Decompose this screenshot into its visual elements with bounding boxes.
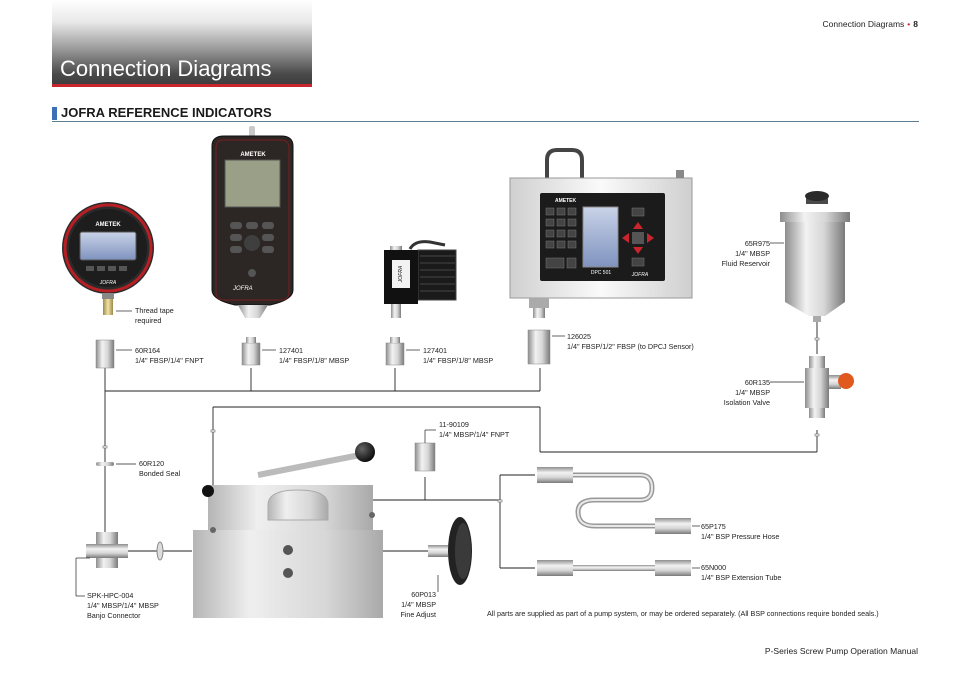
page-title: Connection Diagrams [60, 56, 272, 81]
manual-title: P-Series Screw Pump Operation Manual [764, 646, 918, 656]
fine-adjust [428, 517, 472, 585]
gauge-brand-text: AMETEK [95, 222, 121, 228]
leader-lines [75, 242, 804, 597]
running-header-section: Connection Diagrams [822, 19, 905, 29]
bullet-icon: • [907, 19, 911, 29]
isolation-valve [805, 356, 854, 418]
dpc-controller: AMETEK DPC 501 JOFRA [509, 148, 693, 318]
section-title: JOFRA REFERENCE INDICATORS [61, 105, 272, 120]
pressure-hose [537, 467, 691, 534]
handheld-calibrator: AMETEK JOFRA [211, 126, 294, 318]
screw-pump [193, 442, 383, 618]
title-band [52, 0, 312, 87]
digital-gauge: AMETEK JOFRA [62, 202, 154, 315]
dpc-brand-text: AMETEK [555, 198, 577, 204]
adapter-11-90109 [414, 442, 436, 472]
fluid-reservoir [780, 191, 850, 322]
adapter-126025 [527, 329, 551, 365]
adapter-127401-b [385, 337, 405, 366]
page-number: 8 [913, 19, 918, 29]
handheld-jofra-text: JOFRA [232, 286, 253, 292]
bonded-seal-60R120 [96, 462, 114, 466]
adapter-60R164 [95, 339, 115, 369]
footer-note: All parts are supplied as part of a pump… [487, 609, 879, 618]
pressure-module: JOFRA [384, 240, 457, 318]
handheld-brand-text: AMETEK [240, 152, 266, 158]
dpc-jofra-text: JOFRA [631, 272, 649, 278]
gauge-jofra-text: JOFRA [99, 280, 117, 286]
module-jofra-text: JOFRA [398, 265, 404, 283]
running-header: Connection Diagrams•8 [823, 19, 918, 29]
adapter-127401-a [241, 337, 261, 366]
banjo-connector [86, 532, 164, 568]
title-underline [52, 84, 312, 87]
section-rule [52, 121, 919, 122]
dpc-model-text: DPC 501 [591, 270, 612, 276]
section-marker [52, 107, 57, 120]
extension-tube [537, 560, 691, 576]
